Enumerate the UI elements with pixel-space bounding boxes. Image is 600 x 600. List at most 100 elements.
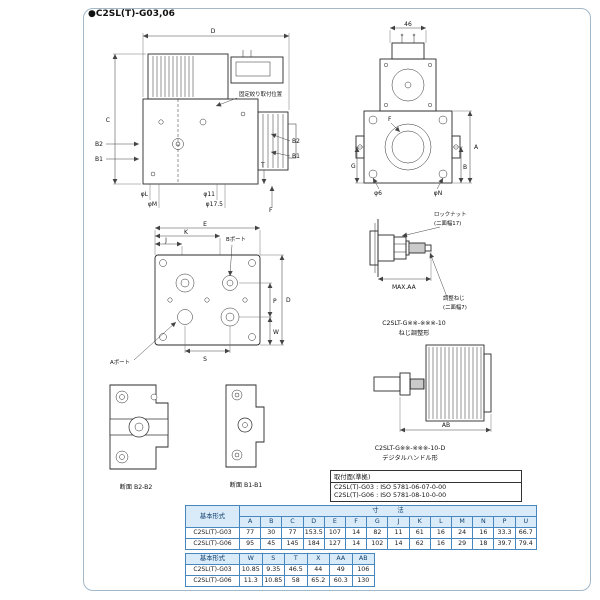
dim-label-j: J: [164, 237, 167, 244]
value-cell: 58: [284, 575, 308, 587]
screw-type-model: C2SLT-G※※-※※※-10: [382, 320, 446, 327]
valve-body: [142, 98, 259, 185]
section-b2-body: [109, 384, 169, 470]
column-header: C: [281, 516, 304, 528]
screw-type-name: ねじ調整形: [399, 329, 430, 337]
value-cell: 16: [429, 538, 453, 550]
value-cell: 145: [281, 538, 304, 550]
value-cell: 30: [260, 527, 283, 539]
dim-label-phi-m: φM: [148, 201, 157, 208]
section-b1-caption: 断面 B1-B1: [230, 481, 263, 489]
column-header: P: [493, 516, 516, 528]
adjust-screw-assembly: [369, 219, 432, 277]
digital-handle-drawing: AB C2SLT-G※※-※※※-10-D デジタルハンドル形: [373, 344, 492, 462]
value-cell: 153.5: [302, 527, 325, 539]
value-cell: 61: [408, 527, 431, 539]
column-header: E: [323, 516, 347, 528]
handle-type-name: デジタルハンドル形: [382, 454, 438, 462]
valve-body-top: [154, 254, 261, 346]
column-header: U: [514, 516, 538, 528]
dim-label-phi-17-5: φ17.5: [206, 201, 224, 208]
dim-label-phi-11: φ11: [203, 191, 215, 198]
handle-type-model: C2SLT-G※※-※※※-10-D: [375, 445, 446, 452]
column-header: F: [345, 516, 368, 528]
value-cell: 14: [387, 538, 410, 550]
dim-label-d: D: [211, 28, 216, 35]
value-cell: 39.7: [493, 538, 516, 550]
column-header: AB: [351, 553, 375, 565]
mounting-line-g06: C2SL(T)-G06 : ISO 5781-08-10-0-00: [334, 492, 447, 499]
value-cell: 62: [408, 538, 431, 550]
column-header: M: [451, 516, 474, 528]
column-header: G: [366, 516, 389, 528]
table2-corner-header: 基本形式: [185, 553, 240, 565]
value-cell: 45: [260, 538, 283, 550]
dim-label-b1-left: B1: [95, 156, 103, 163]
value-cell: 29: [451, 538, 474, 550]
end-cover: [257, 111, 297, 171]
dim-label-phi-n: φN: [434, 190, 442, 197]
dim-label-a: A: [474, 144, 479, 151]
column-header: AA: [329, 553, 353, 565]
column-header: A: [238, 516, 262, 528]
model-cell: C2SL(T)-G06: [185, 575, 240, 587]
side-view-drawing: D C B2 B1: [95, 28, 300, 214]
model-cell: C2SL(T)-G03: [185, 564, 240, 576]
column-header: T: [284, 553, 308, 565]
section-b2-caption: 断面 B2-B2: [120, 483, 153, 491]
column-header: N: [472, 516, 495, 528]
dim-label-f-side: F: [269, 207, 273, 214]
value-cell: 77: [238, 527, 262, 539]
column-header: X: [306, 553, 330, 565]
page-title: ●C2SL(T)-G03,06: [88, 9, 175, 19]
max-aa-label: MAX.AA: [392, 284, 417, 291]
value-cell: 14: [345, 527, 368, 539]
value-cell: 107: [323, 527, 347, 539]
column-header: W: [239, 553, 263, 565]
dim-label-f-front: F: [388, 116, 392, 123]
value-cell: 33.3: [493, 527, 516, 539]
column-header: B: [260, 516, 283, 528]
dim-label-b: B: [463, 164, 467, 171]
column-header: S: [261, 553, 285, 565]
port-b-label: Bポート: [226, 235, 246, 243]
value-cell: 60.3: [329, 575, 353, 587]
value-cell: 184: [302, 538, 325, 550]
value-cell: 127: [323, 538, 347, 550]
dim-label-46: 46: [404, 21, 412, 28]
dim-label-b1-right: B1: [292, 153, 300, 160]
dim-label-ab: AB: [442, 422, 450, 429]
model-cell: C2SL(T)-G03: [185, 527, 240, 539]
section-b2-drawing: 断面 B2-B2: [109, 384, 169, 491]
adjust-screw-width-label: (二面幅7): [443, 303, 467, 311]
connector-front: [391, 42, 425, 60]
dim-label-k: K: [184, 229, 189, 236]
value-cell: 49: [329, 564, 353, 576]
dim-label-w: W: [273, 329, 279, 336]
value-cell: 95: [238, 538, 262, 550]
locknut-width-label: (二面幅17): [434, 219, 461, 227]
dim-label-p: P: [273, 298, 277, 305]
column-header: K: [408, 516, 431, 528]
value-cell: 9.35: [261, 564, 285, 576]
value-cell: 77: [281, 527, 304, 539]
value-cell: 18: [472, 538, 495, 550]
value-cell: 10.85: [261, 575, 285, 587]
value-cell: 44: [306, 564, 330, 576]
column-header: D: [302, 516, 325, 528]
column-header: J: [387, 516, 410, 528]
adjust-screw-label: 調整ねじ: [443, 294, 465, 302]
dim-label-phi-6: φ6: [374, 190, 382, 197]
value-cell: 24: [451, 527, 474, 539]
dim-label-c: C: [106, 117, 110, 124]
dim-label-e: E: [203, 221, 207, 228]
dim-label-d-top: D: [286, 297, 291, 304]
section-b1-body: [225, 384, 265, 468]
dim-label-t: T: [260, 162, 265, 169]
top-view-drawing: E K J Bポート D: [110, 221, 291, 366]
